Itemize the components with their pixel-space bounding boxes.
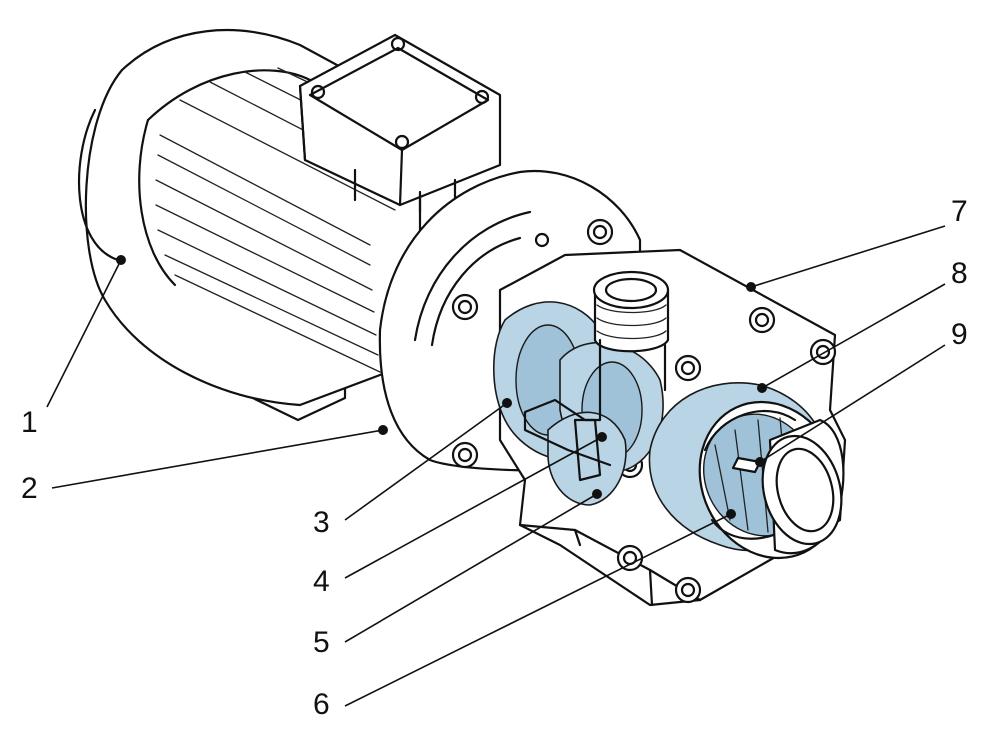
callout-label-2: 2 xyxy=(21,472,38,505)
callout-label-3: 3 xyxy=(313,506,330,539)
discharge-port xyxy=(523,270,670,467)
leader-dot-4 xyxy=(597,432,607,442)
leader-2 xyxy=(51,429,384,489)
leader-dot-3 xyxy=(502,398,512,408)
callout-label-7: 7 xyxy=(951,195,968,228)
callout-label-4: 4 xyxy=(313,565,330,598)
leader-dot-1 xyxy=(116,255,126,265)
leader-dot-7 xyxy=(746,282,756,292)
motor xyxy=(77,28,502,422)
leader-4 xyxy=(344,436,603,579)
suction-cover xyxy=(648,382,845,560)
leader-dot-5 xyxy=(592,489,602,499)
leader-3 xyxy=(344,402,508,521)
leader-dot-6 xyxy=(726,509,736,519)
leader-1 xyxy=(46,259,122,408)
terminal-box xyxy=(298,33,502,214)
leader-dot-9 xyxy=(755,457,765,467)
leader-5 xyxy=(344,493,598,643)
leader-8 xyxy=(761,283,946,389)
callout-label-8: 8 xyxy=(951,257,968,290)
leader-6 xyxy=(344,513,732,707)
leader-7 xyxy=(750,225,946,288)
callout-label-1: 1 xyxy=(21,406,38,439)
callout-label-9: 9 xyxy=(951,318,968,351)
leader-9 xyxy=(759,344,946,463)
leader-dot-2 xyxy=(378,425,388,435)
callout-label-6: 6 xyxy=(313,688,330,721)
leader-dot-8 xyxy=(757,383,767,393)
callout-leaders xyxy=(46,225,946,707)
callout-label-5: 5 xyxy=(313,626,330,659)
